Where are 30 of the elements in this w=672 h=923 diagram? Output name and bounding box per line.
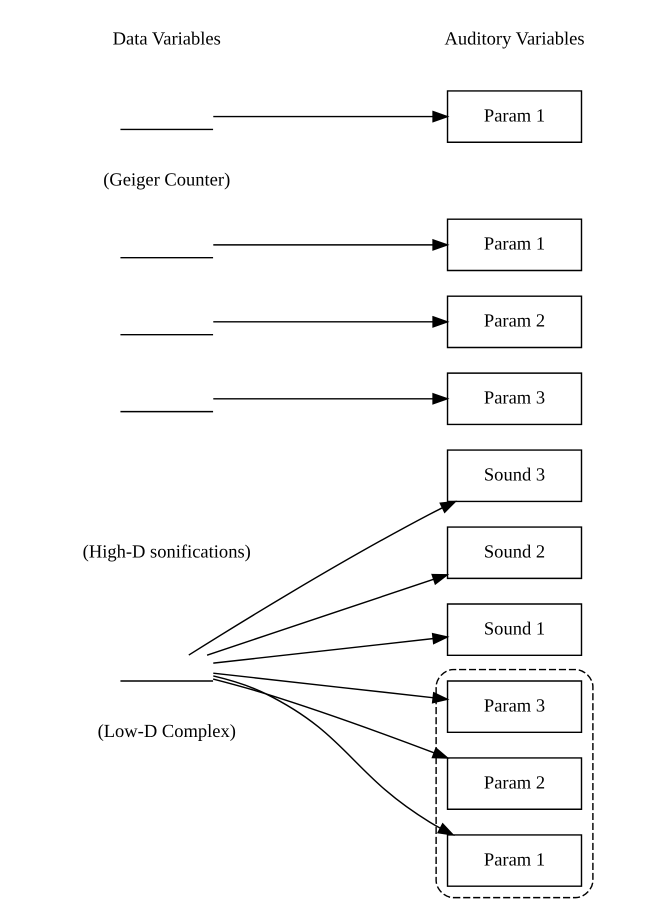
label: (Geiger Counter) [103, 170, 230, 191]
label: Data Variables [112, 28, 221, 50]
node-box: Sound 2 [446, 526, 582, 580]
arrow [213, 392, 450, 405]
node-picture [120, 256, 214, 258]
label: Auditory Variables [444, 28, 585, 50]
node-box: Param 1 [446, 218, 582, 272]
arrow [206, 574, 450, 656]
node-picture [120, 334, 214, 336]
arrow [213, 238, 450, 251]
arrow [213, 110, 450, 123]
arrow [212, 678, 450, 759]
node-box: Param 1 [446, 834, 582, 887]
arrow [213, 316, 450, 328]
node-picture [120, 128, 214, 130]
node-picture [120, 410, 214, 412]
node-box: Param 2 [446, 757, 582, 810]
node-box: Param 3 [446, 680, 582, 733]
arrow [188, 500, 458, 656]
node-box: Param 2 [446, 295, 582, 348]
label: (Low-D Complex) [98, 721, 236, 742]
node-box: Param 1 [446, 90, 582, 143]
node-box: Sound 3 [446, 449, 582, 502]
node-box: Param 3 [446, 372, 582, 426]
node-picture [120, 680, 214, 682]
node-box: Sound 1 [446, 603, 582, 656]
label: (High-D sonifications) [82, 542, 251, 563]
arrow [213, 675, 455, 836]
arrow [213, 672, 450, 704]
arrow [213, 632, 450, 664]
